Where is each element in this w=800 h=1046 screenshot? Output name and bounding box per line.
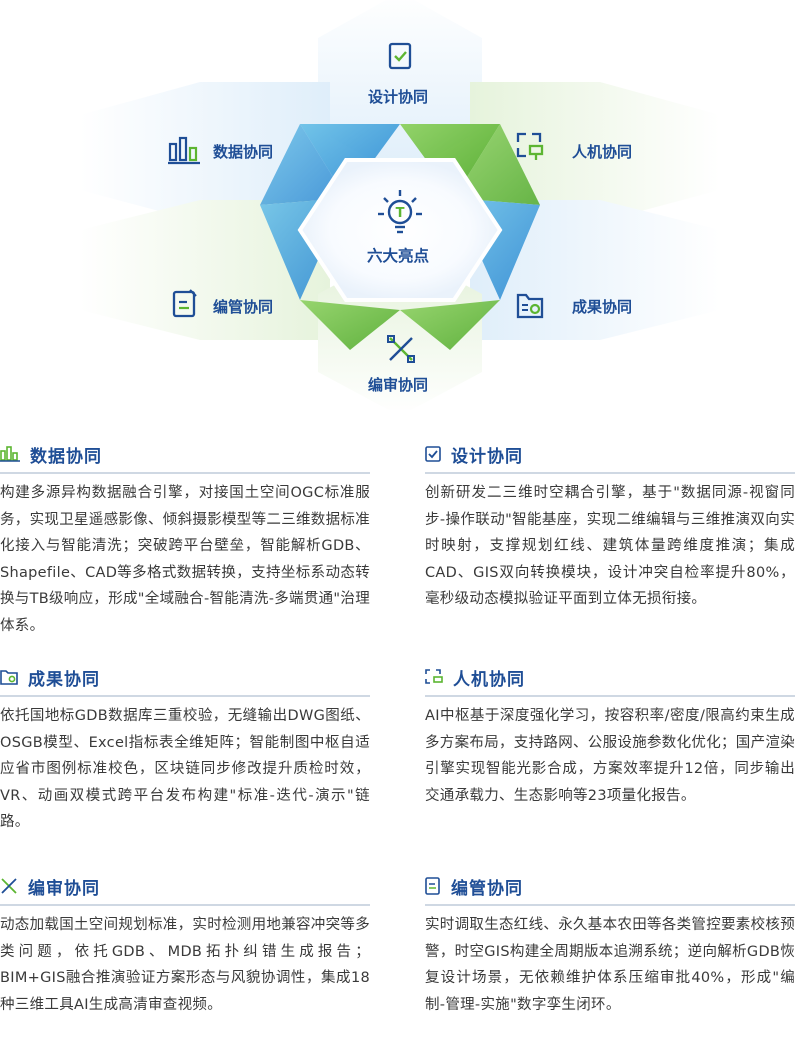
hexagon-diagram: T xyxy=(0,0,800,416)
section-header: 编审协同 xyxy=(0,872,370,906)
hex-label-human: 人机协同 xyxy=(572,143,633,161)
section-text: 实时调取生态红线、永久基本农田等各类管控要素校核预警，时空GIS构建全周期版本追… xyxy=(425,917,795,1013)
human-machine-icon xyxy=(425,669,443,684)
section-header: 编管协同 xyxy=(425,872,795,906)
folder-gear-icon xyxy=(0,670,18,685)
section-text: AI中枢基于深度强化学习，按容积率/密度/限高约束生成多方案布局，支持路网、公服… xyxy=(425,708,795,804)
section-title: 设计协同 xyxy=(451,446,523,467)
hex-label-result: 成果协同 xyxy=(572,298,633,316)
section-title: 人机协同 xyxy=(453,669,525,690)
hex-label-manage: 编管协同 xyxy=(213,298,274,316)
ruler-pencil-icon xyxy=(1,878,17,894)
hex-top-right xyxy=(470,82,720,222)
section-text: 构建多源异构数据融合引擎，对接国土空间OGC标准服务，实现卫星遥感影像、倾斜摄影… xyxy=(0,485,371,634)
checkbox-icon xyxy=(425,446,441,462)
section-review: 编审协同 动态加载国土空间规划标准，实时检测用地兼容冲突等多类问题，依托GDB、… xyxy=(0,872,370,1018)
section-text: 动态加载国土空间规划标准，实时检测用地兼容冲突等多类问题，依托GDB、MDB拓扑… xyxy=(0,917,370,1013)
section-design: 设计协同 创新研发二三维时空耦合引擎，基于"数据同源-视窗同步-操作联动"智能基… xyxy=(425,440,795,613)
checkbox-icon xyxy=(388,42,412,70)
tri-bottom2 xyxy=(400,300,500,350)
section-header: 人机协同 xyxy=(425,663,795,697)
lightbulb-icon: T xyxy=(378,190,422,234)
section-text: 依托国地标GDB数据库三重校验，无缝输出DWG图纸、OSGB模型、Excel指标… xyxy=(0,708,370,830)
hex-bottom-left xyxy=(80,200,330,340)
hex-label-center: 六大亮点 xyxy=(367,247,430,265)
section-data: 数据协同 构建多源异构数据融合引擎，对接国土空间OGC标准服务，实现卫星遥感影像… xyxy=(0,440,370,639)
document-edit-icon xyxy=(425,877,440,895)
bar-chart-icon xyxy=(168,136,200,165)
section-title: 编审协同 xyxy=(28,878,100,899)
section-title: 数据协同 xyxy=(30,446,102,467)
section-text: 创新研发二三维时空耦合引擎，基于"数据同源-视窗同步-操作联动"智能基座，实现二… xyxy=(425,485,795,607)
section-title: 成果协同 xyxy=(28,669,100,690)
section-result: 成果协同 依托国地标GDB数据库三重校验，无缝输出DWG图纸、OSGB模型、Ex… xyxy=(0,663,370,836)
folder-gear-icon xyxy=(516,293,544,319)
section-manage: 编管协同 实时调取生态红线、永久基本农田等各类管控要素校核预警，时空GIS构建全… xyxy=(425,872,795,1018)
section-human: 人机协同 AI中枢基于深度强化学习，按容积率/密度/限高约束生成多方案布局，支持… xyxy=(425,663,795,809)
hex-label-data: 数据协同 xyxy=(213,143,274,161)
section-header: 成果协同 xyxy=(0,663,370,697)
hex-top-left xyxy=(80,82,330,222)
ruler-pencil-icon xyxy=(387,335,415,363)
svg-text:T: T xyxy=(396,206,405,221)
tri-right xyxy=(454,124,540,205)
bar-chart-icon xyxy=(0,446,20,462)
hexagon-background: T xyxy=(80,0,720,416)
section-header: 数据协同 xyxy=(0,440,370,474)
tri-bottom xyxy=(300,300,400,350)
human-machine-icon xyxy=(516,132,544,160)
section-header: 设计协同 xyxy=(425,440,795,474)
hex-center xyxy=(297,158,503,302)
tri-left xyxy=(260,124,346,205)
section-title: 编管协同 xyxy=(451,878,523,899)
hex-label-design: 设计协同 xyxy=(368,88,429,106)
hex-label-review: 编审协同 xyxy=(368,376,429,394)
document-edit-icon xyxy=(172,289,197,318)
